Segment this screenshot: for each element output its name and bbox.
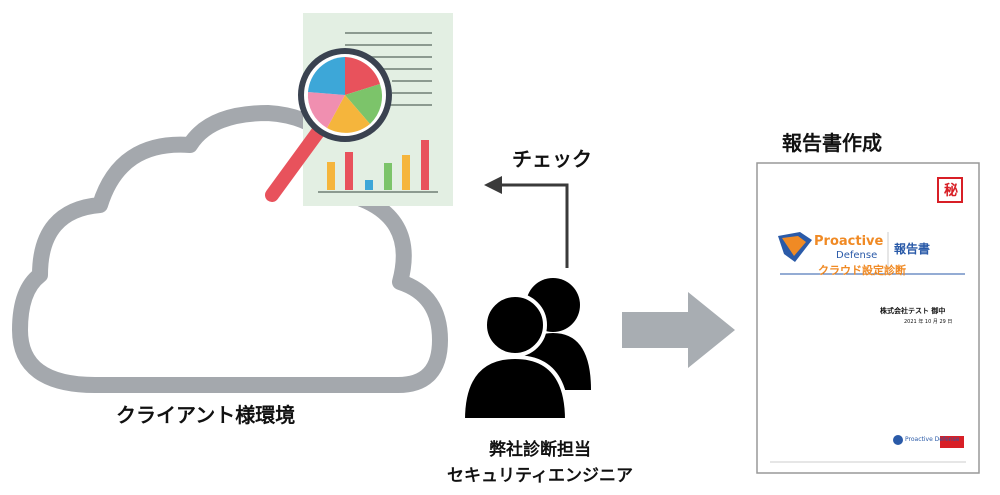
brand-top: Proactive <box>814 234 884 249</box>
doc-type: 報告書 <box>894 242 931 256</box>
check-arrow <box>484 176 569 268</box>
stamp-text: 秘 <box>944 183 958 199</box>
engineer-label: 弊社診断担当 セキュリティエンジニア <box>440 437 640 489</box>
magnifier-icon <box>265 48 392 202</box>
footer-brand: Proactive Defense <box>905 436 960 443</box>
recipient: 株式会社テスト 御中 <box>880 307 946 315</box>
flow-arrow <box>622 292 735 368</box>
pie-chart-icon <box>307 57 383 133</box>
doc-subtitle: クラウド設定診断 <box>818 264 906 277</box>
report-creation-label: 報告書作成 <box>782 131 882 155</box>
engineer-label-line2: セキュリティエンジニア <box>447 466 633 486</box>
check-label: チェック <box>512 147 592 171</box>
report-document <box>756 162 980 474</box>
report-date: 2021 年 10 月 29 日 <box>904 319 953 325</box>
cloud-shape <box>12 105 448 393</box>
brand-bottom: Defense <box>836 250 878 261</box>
confidential-stamp <box>937 177 963 203</box>
bar-chart-icon <box>327 140 429 190</box>
engineers-icon <box>460 278 591 422</box>
engineer-label-line1: 弊社診断担当 <box>489 440 591 460</box>
client-environment-label: クライアント様環境 <box>116 403 296 427</box>
